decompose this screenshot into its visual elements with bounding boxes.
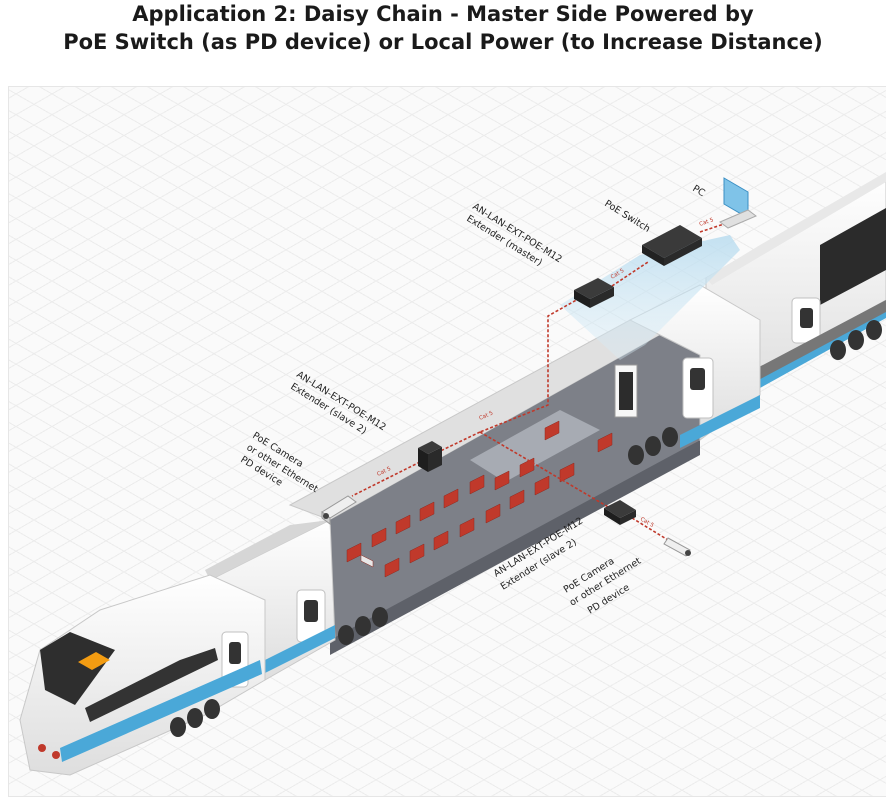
- svg-text:Cat 5: Cat 5: [478, 410, 494, 422]
- cab-windshield: [40, 632, 115, 705]
- poe-switch-icon: [642, 225, 702, 266]
- cable-trunk-to-slave-left: [431, 431, 481, 456]
- front-car-bogie: [170, 699, 220, 737]
- camera-left-icon: [321, 495, 357, 525]
- car-floor: [330, 335, 700, 640]
- ceiling-projection: [560, 235, 740, 360]
- front-car-window: [85, 648, 218, 722]
- front-car-stripe: [60, 660, 262, 762]
- cable-slave-left-to-camera: [351, 461, 421, 497]
- camera-right-icon: [663, 537, 691, 557]
- middle-car-left-bogie: [338, 607, 388, 645]
- svg-text:Cat 5: Cat 5: [699, 217, 715, 228]
- label-poe-switch: PoE Switch: [602, 198, 652, 235]
- cable-slave-right-to-camera: [631, 517, 669, 541]
- middle-car-right-bogie: [628, 427, 678, 465]
- extender-master-icon: [574, 278, 614, 308]
- headlight-strip: [78, 652, 110, 670]
- cable-master-to-trunk: [479, 297, 581, 433]
- diagram-title: Application 2: Daisy Chain - Master Side…: [0, 0, 886, 56]
- middle-car: [288, 284, 761, 655]
- extender-slave-left-icon: [418, 441, 442, 472]
- cable-master-to-switch: [611, 261, 649, 287]
- title-line-2: PoE Switch (as PD device) or Local Power…: [63, 30, 823, 54]
- front-car: [19, 519, 388, 776]
- extender-slave-right-icon: [604, 500, 636, 525]
- title-line-1: Application 2: Daisy Chain - Master Side…: [132, 2, 754, 26]
- cable-trunk-to-slave-right: [479, 431, 611, 509]
- rear-car-window: [820, 208, 886, 305]
- rear-car-bogie: [830, 320, 882, 360]
- pc-monitor-icon: [719, 177, 757, 229]
- network-cables: [351, 217, 743, 541]
- label-pc: PC: [690, 183, 707, 199]
- passenger-seats: [346, 420, 613, 578]
